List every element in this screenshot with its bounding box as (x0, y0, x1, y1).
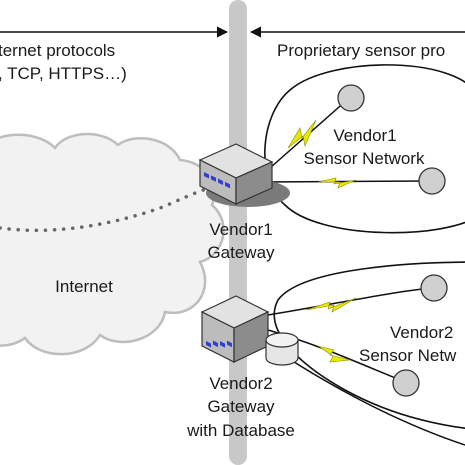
vendor2-gateway-label-line2: Gateway (207, 397, 275, 416)
proprietary-protocols-label: Proprietary sensor pro (277, 41, 445, 60)
internet-label: Internet (55, 277, 113, 296)
vendor1-link-lower (261, 180, 431, 183)
internet-connection-dotted (0, 186, 212, 233)
vendor2-gateway-icon (200, 295, 270, 363)
vendor2-sensor-node-1 (420, 274, 448, 302)
vendor2-network-label-line1: Vendor2 (390, 323, 453, 342)
internet-protocols-label: ternet protocols (0, 41, 115, 60)
vendor2-sensor-node-2 (392, 369, 420, 397)
vendor1-network-label-line1: Vendor1 (333, 126, 396, 145)
vendor2-gateway-label-line1: Vendor2 (209, 374, 272, 393)
vendor2-gateway-label-line3: with Database (186, 421, 295, 440)
internet-protocols-examples: , TCP, HTTPS…) (0, 64, 127, 83)
internet-cloud (0, 132, 225, 356)
vendor2-link-1 (267, 287, 433, 316)
vendor2-lightning-2 (317, 345, 351, 363)
vendor1-gateway-label-line1: Vendor1 (209, 220, 272, 239)
database-icon (265, 332, 299, 366)
vendor1-gateway-label-line2: Gateway (207, 243, 275, 262)
vendor1-sensor-node-2 (418, 167, 446, 195)
vendor1-sensor-node-1 (337, 84, 365, 112)
vendor1-lightning-lower (317, 177, 357, 189)
vendor1-lightning-upper (287, 119, 317, 149)
vendor2-lightning-1 (305, 297, 357, 313)
vendor1-network-label-line2: Sensor Network (304, 149, 425, 168)
vendor1-gateway-icon (198, 143, 290, 207)
vendor2-network-label-line2: Sensor Netw (359, 346, 457, 365)
